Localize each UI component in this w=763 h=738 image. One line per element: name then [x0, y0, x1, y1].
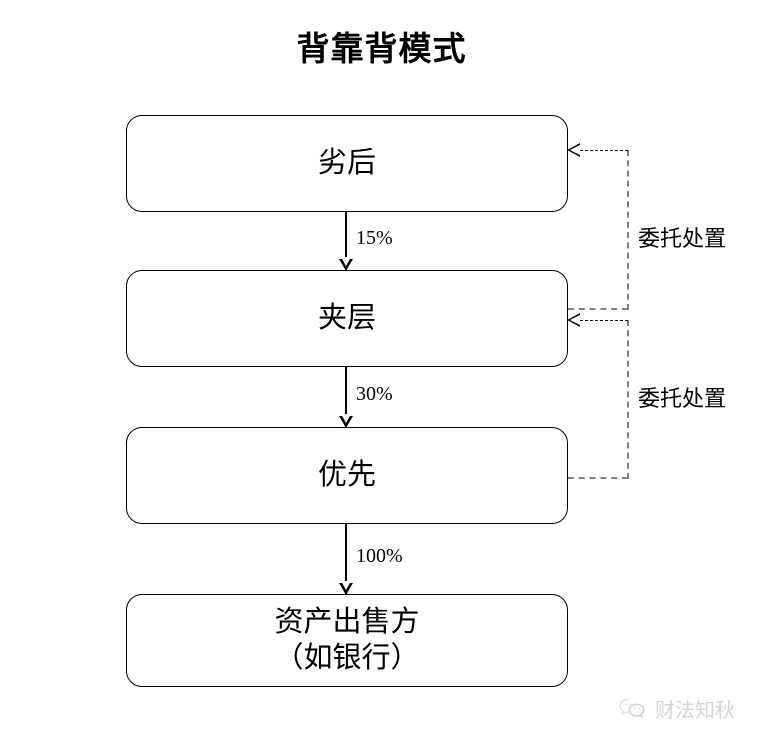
feedback-path-2-horizontal-out	[568, 477, 628, 479]
flow-arrow-mezzanine-to-senior	[338, 367, 353, 428]
feedback-path-2-vertical	[627, 320, 629, 479]
flow-arrow-subordinate-to-mezzanine	[338, 212, 353, 271]
feedback-path-1-vertical	[627, 150, 629, 310]
flow-arrow-senior-to-seller	[338, 524, 353, 595]
page-title: 背靠背模式	[296, 30, 467, 67]
arrow-head-down-icon	[338, 414, 353, 428]
feedback-path-1-horizontal-in	[580, 150, 628, 151]
arrow-head-left-icon	[567, 143, 580, 157]
feedback-label-delegated-disposal-1: 委托处置	[638, 226, 727, 251]
flow-label-100-percent: 100%	[356, 545, 403, 567]
arrow-head-left-icon	[567, 313, 580, 327]
node-asset-seller[interactable]: 资产出售方 （如银行）	[126, 594, 568, 687]
wechat-bubbles-icon	[618, 697, 648, 721]
feedback-path-2-horizontal-in	[580, 320, 628, 321]
node-senior[interactable]: 优先	[126, 427, 568, 524]
feedback-label-delegated-disposal-2: 委托处置	[638, 386, 727, 411]
watermark-text: 财法知秋	[655, 700, 735, 722]
node-mezzanine[interactable]: 夹层	[126, 270, 568, 367]
flow-label-30-percent: 30%	[356, 383, 393, 405]
node-subordinate[interactable]: 劣后	[126, 115, 568, 212]
flow-label-15-percent: 15%	[356, 227, 393, 249]
feedback-path-1-horizontal-out	[568, 308, 628, 310]
arrow-head-down-icon	[338, 257, 353, 271]
arrow-head-down-icon	[338, 581, 353, 595]
watermark: 财法知秋	[618, 694, 735, 723]
